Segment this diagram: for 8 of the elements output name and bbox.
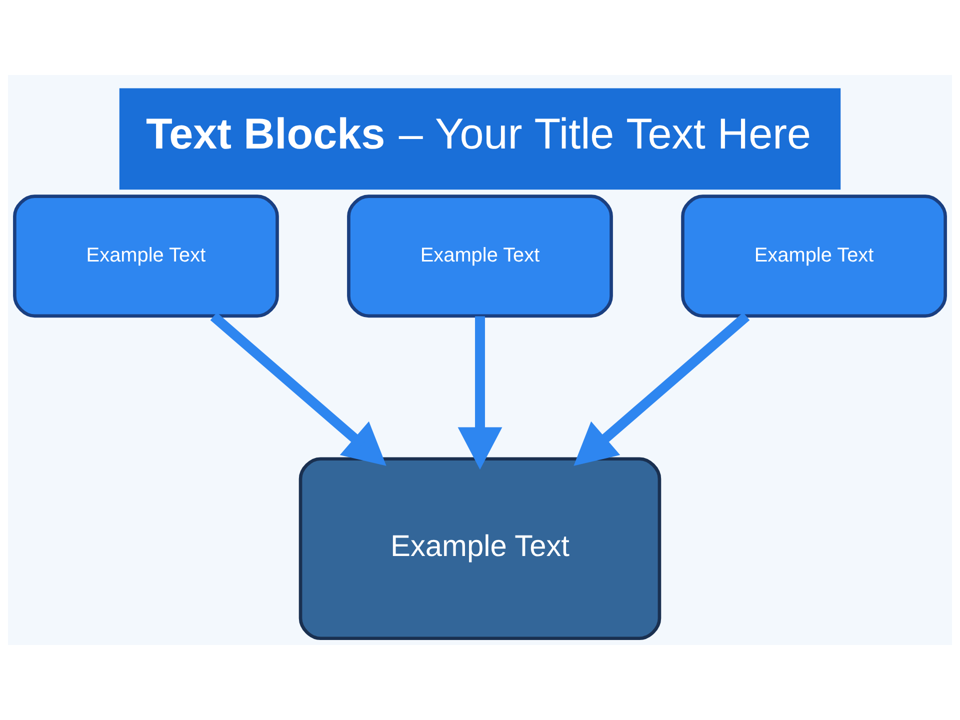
node-box: Example Text: [347, 194, 613, 318]
arrow: [574, 312, 750, 466]
node-box: Example Text: [681, 194, 947, 318]
arrow: [210, 312, 386, 466]
diagram-title: Text Blocks – Your Title Text Here: [146, 110, 812, 159]
node-box: Example Text: [13, 194, 279, 318]
node-box: Example Text: [298, 457, 662, 640]
arrow: [458, 316, 502, 470]
